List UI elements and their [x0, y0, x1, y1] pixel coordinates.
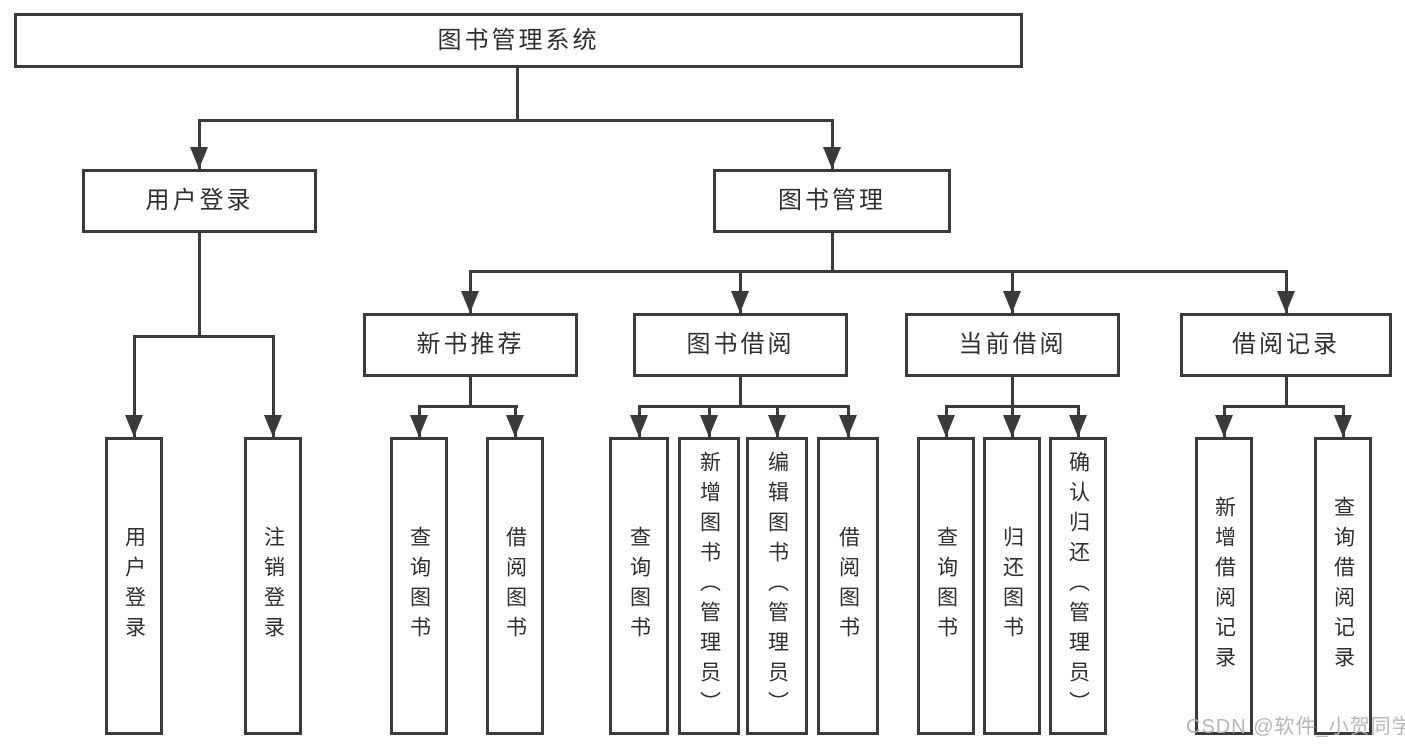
connector-book-borrowing-stem — [738, 377, 742, 406]
arrow-to-borrowing-records — [1277, 291, 1295, 313]
leaf-borrow-books-recommend: 借阅图书 — [486, 437, 544, 735]
leaf-query-books-current: 查询图书 — [917, 437, 975, 735]
arrow-to-bb-edit — [768, 415, 786, 437]
leaf-confirm-return-admin: 确认归还（管理员） — [1049, 437, 1107, 735]
arrow-to-current-borrowing — [1003, 291, 1021, 313]
arrow-to-nb-borrow — [506, 415, 524, 437]
arrow-to-cb-return — [1003, 415, 1021, 437]
leaf-add-borrow-record: 新增借阅记录 — [1195, 437, 1253, 735]
arrow-to-br-add — [1215, 415, 1233, 437]
connector-root-branch — [197, 118, 834, 122]
connector-drop-book-management — [830, 119, 834, 169]
connector-user-login-stem — [197, 233, 201, 336]
connector-book-management-branch — [468, 269, 1288, 273]
arrow-to-book-management — [823, 147, 841, 169]
arrow-to-cb-confirm — [1069, 415, 1087, 437]
leaf-query-books-borrowing: 查询图书 — [609, 437, 669, 735]
leaf-logout-login: 注销登录 — [244, 437, 302, 735]
arrow-to-leaf-logout — [264, 415, 282, 437]
arrow-to-new-book — [461, 291, 479, 313]
arrow-to-user-login — [190, 147, 208, 169]
arrow-to-br-query — [1334, 415, 1352, 437]
arrow-to-nb-query — [410, 415, 428, 437]
connector-book-management-stem — [830, 233, 834, 271]
connector-drop-user-login — [197, 119, 201, 169]
leaf-return-books: 归还图书 — [983, 437, 1041, 735]
leaf-borrow-books-borrowing: 借阅图书 — [817, 437, 879, 735]
arrow-to-bb-borrow — [839, 415, 857, 437]
connector-drop-leaf-user-login — [132, 335, 136, 437]
node-current-borrowing: 当前借阅 — [905, 313, 1120, 377]
connector-new-book-branch — [417, 404, 518, 408]
leaf-add-books-admin: 新增图书（管理员） — [678, 437, 740, 735]
connector-new-book-stem — [468, 377, 472, 406]
connector-current-borrowing-stem — [1010, 377, 1014, 406]
connector-user-login-branch — [132, 334, 275, 338]
arrow-to-cb-query — [937, 415, 955, 437]
arrow-to-bb-add — [700, 415, 718, 437]
connector-drop-leaf-logout — [271, 335, 275, 437]
connector-borrowing-records-branch — [1222, 404, 1345, 408]
node-new-book-recommend: 新书推荐 — [363, 313, 578, 377]
arrow-to-bb-query — [630, 415, 648, 437]
leaf-edit-books-admin: 编辑图书（管理员） — [746, 437, 808, 735]
node-library-system: 图书管理系统 — [14, 13, 1023, 68]
leaf-user-login: 用户登录 — [105, 437, 163, 735]
csdn-watermark: CSDN @软件_小贺同学 — [1186, 716, 1405, 738]
node-book-borrowing: 图书借阅 — [633, 313, 848, 377]
node-user-login: 用户登录 — [82, 169, 317, 233]
node-book-management: 图书管理 — [713, 169, 951, 233]
connector-root-stem — [515, 68, 519, 120]
arrow-to-book-borrowing — [731, 291, 749, 313]
leaf-query-books-recommend: 查询图书 — [390, 437, 448, 735]
connector-book-borrowing-branch — [637, 404, 850, 408]
node-borrowing-records: 借阅记录 — [1180, 313, 1392, 377]
arrow-to-leaf-user-login — [125, 415, 143, 437]
leaf-query-borrow-record: 查询借阅记录 — [1314, 437, 1372, 735]
connector-borrowing-records-stem — [1284, 377, 1288, 406]
